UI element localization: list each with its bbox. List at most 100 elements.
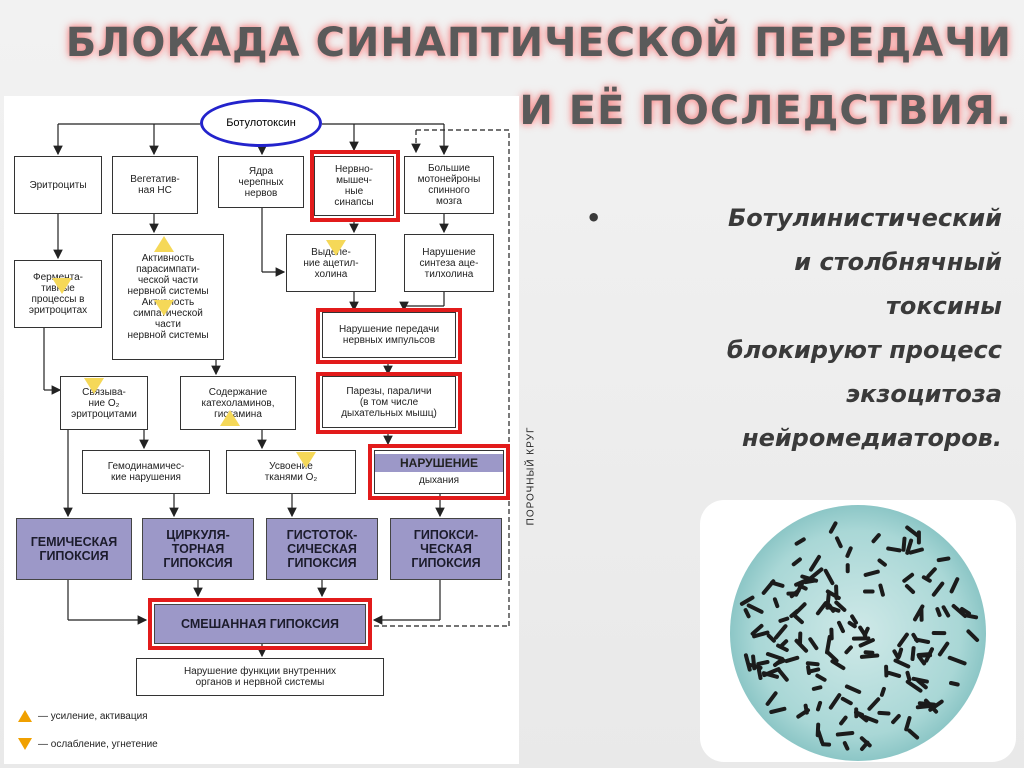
bacterium-rod bbox=[917, 654, 927, 666]
bacterium-rod bbox=[808, 637, 819, 651]
bacterium-rod bbox=[965, 613, 979, 620]
highlight-frame-paresis bbox=[316, 372, 462, 434]
bullet-line-1: Ботулинистический bbox=[728, 204, 1002, 232]
bacterium-rod bbox=[746, 603, 764, 614]
bullet-line-2: и столбнячный bbox=[794, 248, 1002, 276]
bacterium-rod bbox=[911, 676, 929, 684]
bacterium-rod bbox=[756, 660, 770, 666]
node-circulatory-hypoxia: ЦИРКУЛЯ- ТОРНАЯ ГИПОКСИЯ bbox=[142, 518, 254, 580]
bacterium-rod bbox=[784, 655, 800, 664]
highlight-frame-breathing bbox=[368, 444, 510, 500]
bacterium-rod bbox=[756, 665, 763, 680]
highlight-frame-transmission bbox=[316, 308, 462, 364]
bacterium-rod bbox=[750, 623, 764, 636]
bacterium-rod bbox=[871, 533, 881, 544]
bacterium-rod bbox=[887, 670, 902, 678]
bacterium-rod bbox=[941, 605, 951, 618]
bacterium-rod bbox=[897, 647, 904, 659]
bacterium-rod bbox=[772, 597, 780, 609]
bacterium-rod bbox=[928, 699, 944, 712]
bacterium-rod bbox=[907, 728, 920, 740]
pathogenesis-diagram: Ботулотоксин Эритроциты Вегетатив- ная Н… bbox=[4, 96, 537, 764]
bacterium-rod bbox=[966, 629, 980, 642]
bacterium-rod bbox=[776, 667, 789, 682]
bacterium-rod bbox=[905, 670, 912, 682]
bacterium-rod bbox=[739, 595, 755, 606]
bacterium-rod bbox=[765, 652, 785, 661]
bacterium-rod bbox=[769, 706, 787, 714]
bacterium-rod bbox=[796, 708, 810, 719]
up-marker-icon bbox=[220, 410, 240, 426]
bacterium-rod bbox=[792, 613, 804, 625]
node-motor-neurons: Большие мотонейроны спинного мозга bbox=[404, 156, 494, 214]
bacterium-rod bbox=[811, 685, 823, 691]
bacterium-rod bbox=[908, 547, 924, 555]
down-marker-icon bbox=[326, 240, 346, 256]
node-erythrocytes: Эритроциты bbox=[14, 156, 102, 214]
bacterium-rod bbox=[916, 652, 930, 657]
bacterium-rod bbox=[794, 578, 808, 587]
bacterium-rod bbox=[858, 638, 875, 648]
bacterium-rod bbox=[878, 583, 885, 597]
bacterium-rod bbox=[949, 681, 960, 687]
bacterium-rod bbox=[743, 653, 752, 672]
bacterium-rod bbox=[825, 634, 832, 655]
bacterium-rod bbox=[826, 651, 839, 663]
bacterium-rod bbox=[828, 521, 838, 534]
bacterium-rod bbox=[921, 575, 932, 583]
bullet-line-3: токсины bbox=[885, 292, 1002, 320]
bullet-line-5: экзоцитоза bbox=[845, 380, 1002, 408]
bacterium-rod bbox=[951, 604, 968, 618]
bacterium-rod bbox=[774, 624, 788, 640]
bacterium-rod bbox=[947, 655, 967, 666]
node-acetylcholine-synthesis: Нарушение синтеза аце- тилхолина bbox=[404, 234, 494, 292]
bacterium-rod bbox=[835, 731, 855, 737]
bacterium-rod bbox=[830, 659, 846, 671]
node-hypoxic-hypoxia: ГИПОКСИ- ЧЕСКАЯ ГИПОКСИЯ bbox=[390, 518, 502, 580]
bacterium-rod bbox=[905, 538, 914, 555]
bacterium-rod bbox=[863, 569, 880, 577]
bacterium-rod bbox=[850, 614, 858, 625]
bullet-dot-icon: • bbox=[586, 204, 602, 232]
slide-title-line2: И ЕЁ ПОСЛЕДСТВИЯ. bbox=[519, 88, 1012, 134]
bacterium-rod bbox=[863, 650, 875, 655]
node-breathing-disorder: НАРУШЕНИЕ дыхания bbox=[374, 450, 504, 494]
bacterium-rod bbox=[743, 608, 751, 619]
bacterium-rod bbox=[805, 661, 820, 667]
bacterium-rod bbox=[807, 667, 821, 674]
vicious-circle-label: ПОРОЧНЫЙ КРУГ bbox=[525, 426, 537, 526]
bacterium-rod bbox=[840, 696, 853, 706]
node-ns-activity: Активность парасимпати- ческой части нер… bbox=[112, 234, 224, 360]
bacterium-rod bbox=[901, 536, 907, 552]
node-hemodynamic-disorders: Гемодинамичес- кие нарушения bbox=[82, 450, 210, 494]
bacterium-rod bbox=[837, 620, 845, 634]
legend-up-triangle-icon bbox=[18, 710, 32, 722]
bacterium-rod bbox=[904, 584, 916, 594]
node-mixed-hypoxia: СМЕШАННАЯ ГИПОКСИЯ bbox=[154, 604, 366, 644]
bacterium-rod bbox=[859, 653, 880, 659]
bullet-line-4: блокируют процесс bbox=[726, 336, 1002, 364]
bacterium-rod bbox=[936, 556, 951, 563]
bacterium-rod bbox=[823, 568, 835, 586]
bacterium-rod bbox=[935, 607, 942, 617]
bacterium-rod bbox=[926, 567, 937, 579]
bacterium-rod bbox=[905, 525, 920, 538]
node-cranial-nuclei: Ядра черепных нервов bbox=[218, 156, 304, 208]
bacterium-rod bbox=[839, 715, 848, 726]
node-neuromuscular-synapses: Нервно- мышеч- ные синапсы bbox=[314, 156, 394, 216]
bacterium-rod bbox=[931, 581, 945, 597]
node-paresis: Парезы, параличи (в том числе дыхательны… bbox=[322, 376, 456, 428]
bacterium-rod bbox=[862, 626, 870, 638]
slide-title-line1: БЛОКАДА СИНАПТИЧЕСКОЙ ПЕРЕДАЧИ bbox=[65, 20, 1012, 66]
bacterium-rod bbox=[748, 663, 763, 670]
bacterium-rod bbox=[911, 632, 920, 643]
bacterium-rod bbox=[863, 715, 879, 724]
bacterium-rod bbox=[897, 632, 909, 648]
bacterium-rod bbox=[761, 579, 776, 595]
bacterium-rod bbox=[910, 646, 916, 661]
bacterium-rod bbox=[797, 583, 808, 591]
node-o2-uptake: Усвоение тканями О₂ bbox=[226, 450, 356, 494]
highlight-frame-synapses bbox=[310, 150, 400, 222]
bacterium-rod bbox=[867, 697, 881, 711]
bacterium-rod bbox=[854, 710, 865, 717]
